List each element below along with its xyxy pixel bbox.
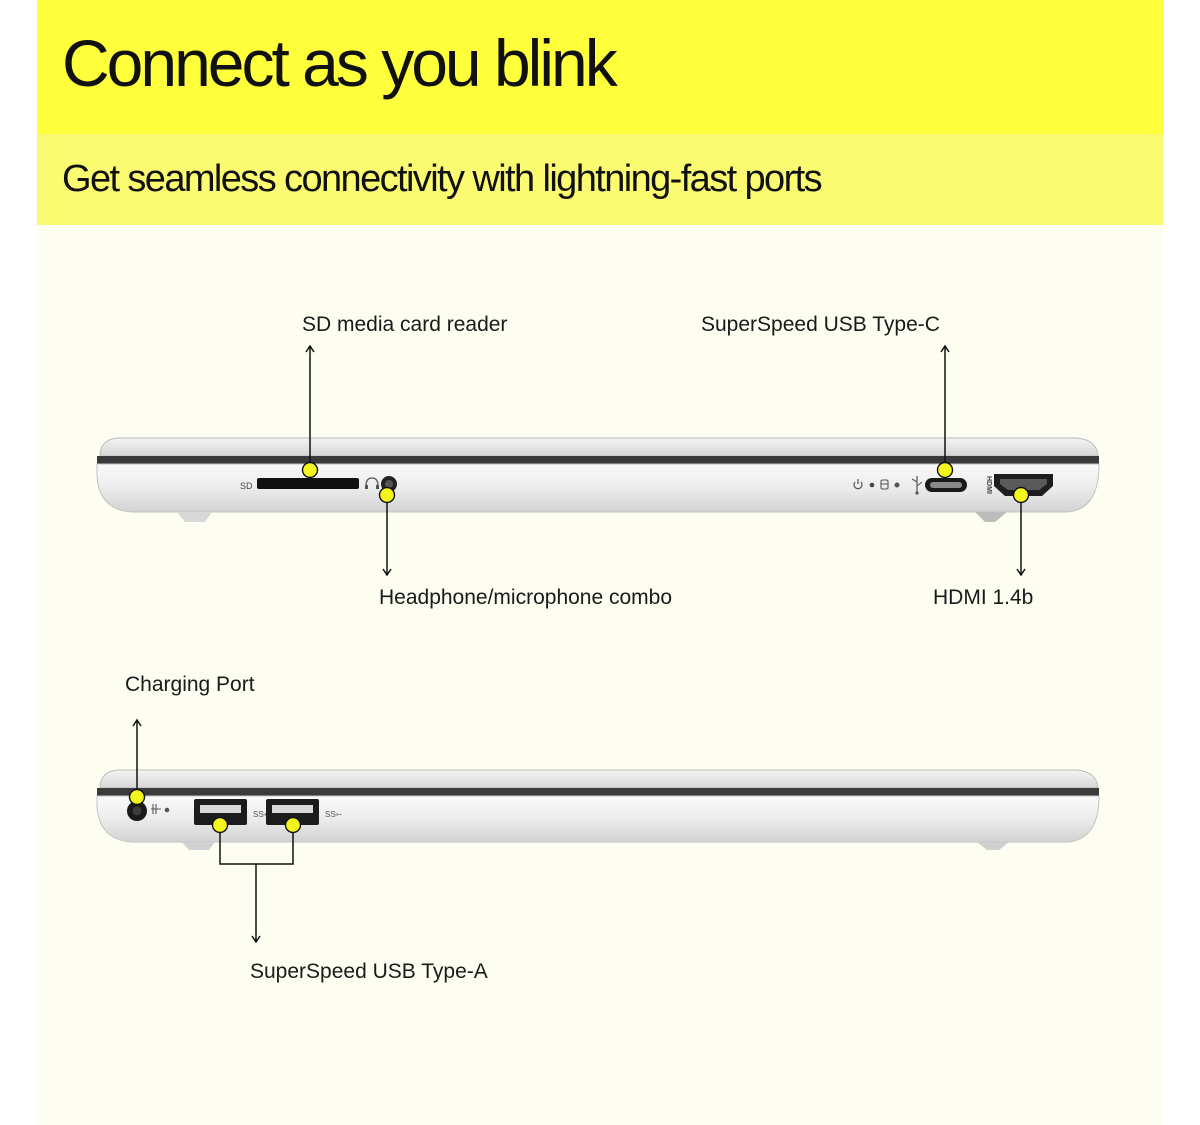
- callout-dot: [1012, 486, 1030, 504]
- callout-dot: [301, 461, 319, 479]
- subheadline: Get seamless connectivity with lightning…: [62, 158, 823, 200]
- callout-dot: [128, 788, 146, 806]
- sd-marking: SD: [240, 481, 253, 491]
- drive-icon: [880, 479, 889, 490]
- headline: Connect as you blink: [62, 26, 618, 100]
- led-icon: [164, 807, 170, 813]
- laptop-illustration: HDMI SD: [96, 344, 1100, 944]
- label-usb-a: SuperSpeed USB Type-A: [250, 960, 488, 983]
- superspeed-icon: SS⇽: [325, 810, 343, 819]
- led-icon: [869, 482, 875, 488]
- label-hdmi: HDMI 1.4b: [933, 586, 1034, 609]
- superspeed-icon: SS⇽: [253, 810, 271, 819]
- callout-dot: [936, 461, 954, 479]
- label-usb-c: SuperSpeed USB Type-C: [701, 313, 940, 336]
- charge-icon: [151, 804, 161, 814]
- svg-text:SS⇽: SS⇽: [325, 810, 343, 819]
- usb-icon: [911, 476, 923, 495]
- usb-a-port: [194, 799, 247, 825]
- callout-dots: [128, 461, 1030, 834]
- subheadline-banner: [37, 134, 1163, 225]
- laptop-side-view-left: SS⇽ SS⇽: [96, 769, 1100, 850]
- callout-dot: [378, 486, 396, 504]
- laptop-side-view-right: HDMI SD: [96, 437, 1100, 522]
- label-audio: Headphone/microphone combo: [379, 586, 673, 609]
- hdmi-marking: HDMI: [985, 476, 992, 494]
- usb-a-port: [266, 799, 319, 825]
- headphone-icon: [365, 477, 379, 489]
- product-panel: Connect as you blink Get seamless connec…: [37, 0, 1163, 1125]
- callout-lines: [132, 344, 1026, 944]
- power-icon: [853, 479, 863, 490]
- label-charging: Charging Port: [125, 673, 255, 696]
- headline-banner: [37, 0, 1163, 134]
- label-sd-reader: SD media card reader: [302, 313, 508, 336]
- callout-dot: [284, 816, 302, 834]
- svg-text:SS⇽: SS⇽: [253, 810, 271, 819]
- callout-dot: [211, 816, 229, 834]
- sd-slot: [257, 478, 359, 489]
